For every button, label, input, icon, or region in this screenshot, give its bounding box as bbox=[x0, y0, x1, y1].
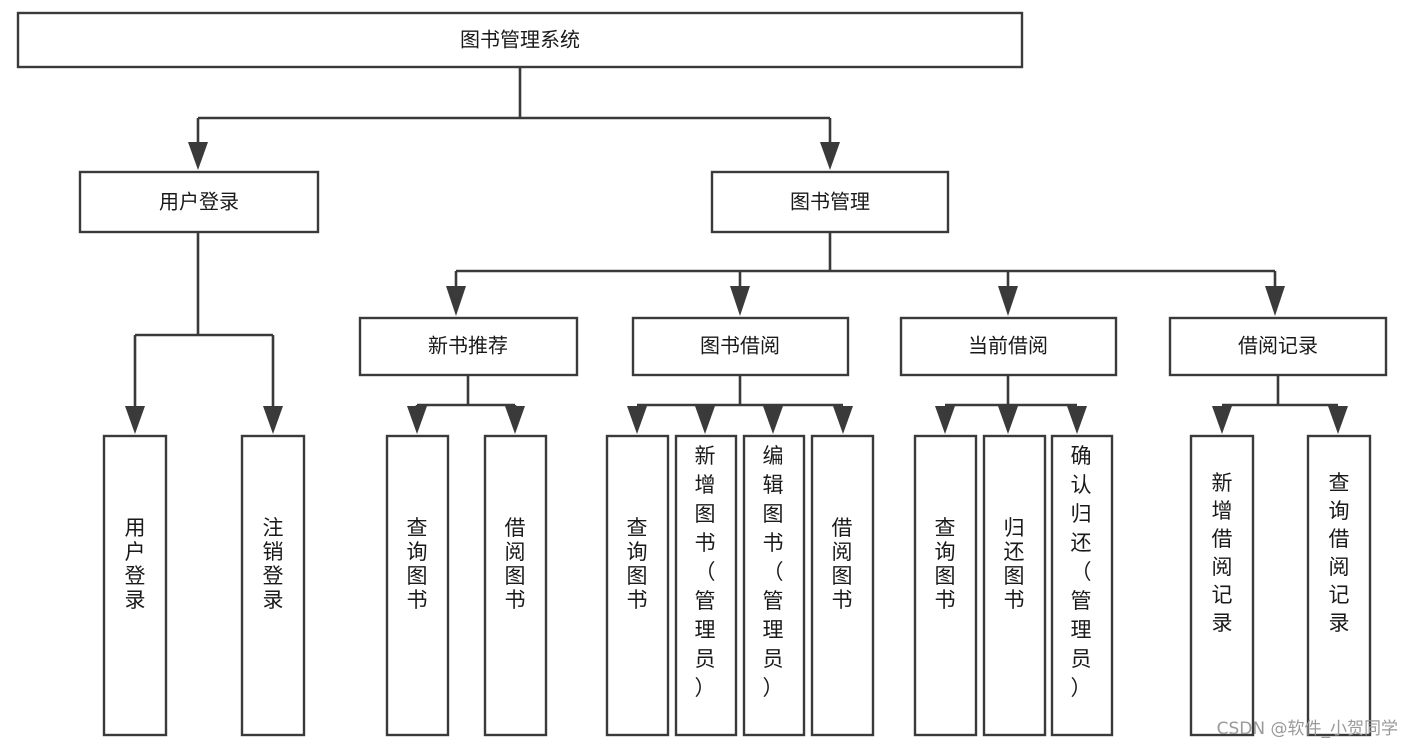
node-box[interactable] bbox=[742, 434, 806, 737]
node-book-borrow[interactable]: 图书借阅 bbox=[631, 316, 850, 377]
node-leaf-confirm-return[interactable]: 确认归还（管理员） bbox=[1050, 434, 1114, 737]
node-leaf-query-book-2[interactable]: 查询图书 bbox=[605, 434, 670, 737]
arrow-head-icon bbox=[1067, 406, 1087, 434]
arrow-head-icon bbox=[188, 142, 208, 170]
node-label: 借阅图书 bbox=[505, 516, 526, 612]
arrow-head-icon bbox=[446, 286, 466, 316]
node-leaf-user-login[interactable]: 用户登录 bbox=[102, 434, 168, 737]
node-box[interactable] bbox=[631, 316, 850, 377]
node-label: 归还图书 bbox=[1004, 516, 1025, 612]
node-leaf-add-book[interactable]: 新增图书（管理员） bbox=[674, 434, 738, 737]
arrow-head-icon bbox=[820, 142, 840, 170]
node-box[interactable] bbox=[1189, 434, 1255, 737]
node-label: 用户登录 bbox=[159, 190, 239, 214]
node-box[interactable] bbox=[810, 434, 875, 737]
node-box[interactable] bbox=[102, 434, 168, 737]
arrow-head-icon bbox=[998, 286, 1018, 316]
node-box[interactable] bbox=[674, 434, 738, 737]
node-book-management[interactable]: 图书管理 bbox=[710, 170, 950, 234]
connector-bookborrow-to-leaves bbox=[627, 375, 853, 434]
connector-borrowrecord-to-leaves bbox=[1212, 375, 1348, 434]
connector-currentborrow-to-leaves bbox=[935, 375, 1087, 434]
node-user-login[interactable]: 用户登录 bbox=[78, 170, 320, 234]
node-label: 图书管理系统 bbox=[460, 28, 580, 52]
node-label: 新增借阅记录 bbox=[1212, 471, 1233, 635]
node-box[interactable] bbox=[16, 11, 1024, 69]
node-box[interactable] bbox=[982, 434, 1047, 737]
node-leaf-query-borrow-record[interactable]: 查询借阅记录 bbox=[1306, 434, 1372, 737]
node-box[interactable] bbox=[913, 434, 978, 737]
arrow-head-icon bbox=[763, 406, 783, 434]
node-box[interactable] bbox=[240, 434, 306, 737]
node-new-book-recommend[interactable]: 新书推荐 bbox=[358, 316, 579, 377]
node-borrow-record[interactable]: 借阅记录 bbox=[1168, 316, 1388, 377]
node-box[interactable] bbox=[483, 434, 548, 737]
node-leaf-query-book-1[interactable]: 查询图书 bbox=[385, 434, 450, 737]
arrow-head-icon bbox=[627, 406, 647, 434]
node-box[interactable] bbox=[899, 316, 1118, 377]
arrow-head-icon bbox=[998, 406, 1018, 434]
node-label: 新增图书（管理员） bbox=[695, 444, 716, 700]
arrow-head-icon bbox=[833, 406, 853, 434]
node-label: 查询图书 bbox=[935, 516, 956, 612]
node-box[interactable] bbox=[385, 434, 450, 737]
node-label: 查询图书 bbox=[627, 516, 648, 612]
watermark-label: CSDN @软件_小贺同学 bbox=[1217, 719, 1398, 739]
node-box[interactable] bbox=[710, 170, 950, 234]
arrow-head-icon bbox=[263, 406, 283, 434]
node-leaf-return-book[interactable]: 归还图书 bbox=[982, 434, 1047, 737]
node-box[interactable] bbox=[358, 316, 579, 377]
arrow-head-icon bbox=[125, 406, 145, 434]
arrow-head-icon bbox=[1212, 406, 1232, 434]
arrow-head-icon bbox=[695, 406, 715, 434]
arrow-head-icon bbox=[505, 406, 525, 434]
node-label: 编辑图书（管理员） bbox=[763, 444, 784, 700]
node-label: 查询借阅记录 bbox=[1329, 471, 1350, 635]
node-label: 图书管理 bbox=[790, 190, 870, 214]
node-label: 确认归还（管理员） bbox=[1071, 444, 1092, 700]
node-leaf-borrow-book-2[interactable]: 借阅图书 bbox=[810, 434, 875, 737]
node-leaf-logout-login[interactable]: 注销登录 bbox=[240, 434, 306, 737]
node-leaf-query-book-3[interactable]: 查询图书 bbox=[913, 434, 978, 737]
node-box[interactable] bbox=[1306, 434, 1372, 737]
connector-bookmgmt-to-level3 bbox=[446, 232, 1285, 316]
arrow-head-icon bbox=[730, 286, 750, 316]
node-label: 用户登录 bbox=[125, 516, 146, 612]
node-label: 当前借阅 bbox=[968, 334, 1048, 358]
arrow-head-icon bbox=[1328, 406, 1348, 434]
connector-root-to-level2 bbox=[188, 67, 840, 170]
connector-newbook-to-leaves bbox=[407, 375, 525, 434]
node-box[interactable] bbox=[605, 434, 670, 737]
node-leaf-edit-book[interactable]: 编辑图书（管理员） bbox=[742, 434, 806, 737]
node-label: 借阅记录 bbox=[1238, 334, 1318, 358]
arrow-head-icon bbox=[935, 406, 955, 434]
node-label: 新书推荐 bbox=[428, 334, 508, 358]
node-label: 借阅图书 bbox=[832, 516, 853, 612]
connector-userlogin-to-leaves bbox=[125, 232, 283, 434]
arrow-head-icon bbox=[1265, 286, 1285, 316]
node-leaf-add-borrow-record[interactable]: 新增借阅记录 bbox=[1189, 434, 1255, 737]
node-leaf-borrow-book-1[interactable]: 借阅图书 bbox=[483, 434, 548, 737]
node-box[interactable] bbox=[78, 170, 320, 234]
node-box[interactable] bbox=[1050, 434, 1114, 737]
node-root[interactable]: 图书管理系统 bbox=[16, 11, 1024, 69]
node-label: 查询图书 bbox=[407, 516, 428, 612]
arrow-head-icon bbox=[407, 406, 427, 434]
node-label: 注销登录 bbox=[263, 516, 284, 612]
node-label: 图书借阅 bbox=[700, 334, 780, 358]
node-box[interactable] bbox=[1168, 316, 1388, 377]
node-current-borrow[interactable]: 当前借阅 bbox=[899, 316, 1118, 377]
